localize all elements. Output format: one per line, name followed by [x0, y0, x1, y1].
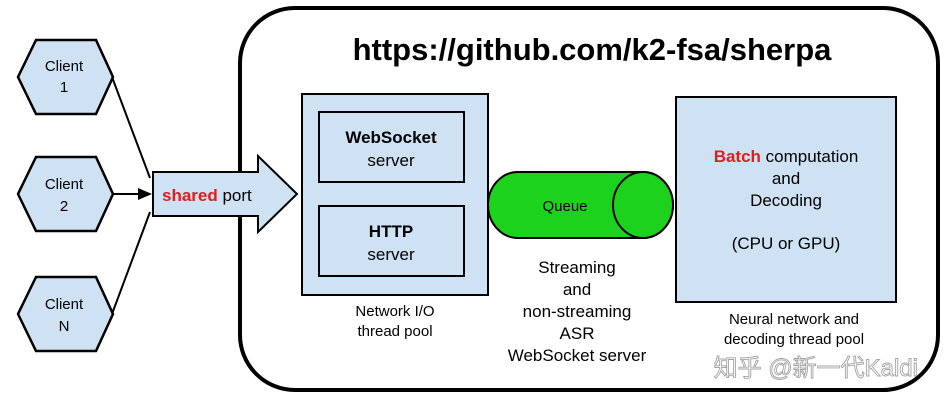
queue-label: Queue — [542, 198, 587, 215]
shared-port-arrow: shared port — [152, 153, 299, 235]
arrowhead-icon — [138, 188, 152, 200]
port-text: port — [218, 186, 252, 205]
client-1: Client 1 — [16, 38, 115, 116]
compute-line3: Decoding — [750, 191, 822, 210]
websocket-server-box — [318, 111, 465, 183]
http-label: HTTP — [369, 222, 413, 241]
shared-port-label: shared port — [162, 186, 252, 205]
compute-line1: Batch computation — [714, 147, 859, 166]
network-caption-line1: Network I/O — [355, 303, 434, 320]
client-n-number: N — [59, 318, 70, 335]
network-caption-line2: thread pool — [357, 323, 432, 340]
client-connectors — [111, 76, 151, 315]
queue-caption-3: non-streaming — [523, 302, 632, 321]
websocket-label: WebSocket — [345, 128, 437, 147]
shared-highlight: shared — [162, 186, 218, 205]
websocket-server-label: server — [367, 151, 415, 170]
watermark: 知乎 @新一代Kaldi — [714, 355, 918, 382]
client-1-label: Client — [45, 58, 84, 75]
client-2-number: 2 — [60, 198, 68, 215]
client-2: Client 2 — [16, 155, 115, 233]
queue-caption-5: WebSocket server — [508, 346, 647, 365]
compute-caption-line2: decoding thread pool — [724, 331, 864, 348]
queue-caption-1: Streaming — [538, 258, 615, 277]
compute-line2: and — [772, 169, 800, 188]
compute-line4: (CPU or GPU) — [732, 234, 841, 253]
compute-pool — [675, 96, 897, 303]
batch-highlight: Batch — [714, 147, 761, 166]
client-1-number: 1 — [60, 79, 68, 96]
queue-cylinder: Queue — [487, 171, 674, 239]
client-n: Client N — [16, 275, 115, 353]
repo-title: https://github.com/k2-fsa/sherpa — [353, 32, 833, 67]
queue-caption-4: ASR — [560, 324, 595, 343]
compute-caption-line1: Neural network and — [729, 311, 859, 328]
queue-caption-2: and — [563, 280, 591, 299]
client-2-label: Client — [45, 176, 84, 193]
http-server-label: server — [367, 245, 415, 264]
client-n-label: Client — [45, 296, 84, 313]
http-server-box — [318, 205, 465, 277]
computation-text: computation — [761, 147, 858, 166]
